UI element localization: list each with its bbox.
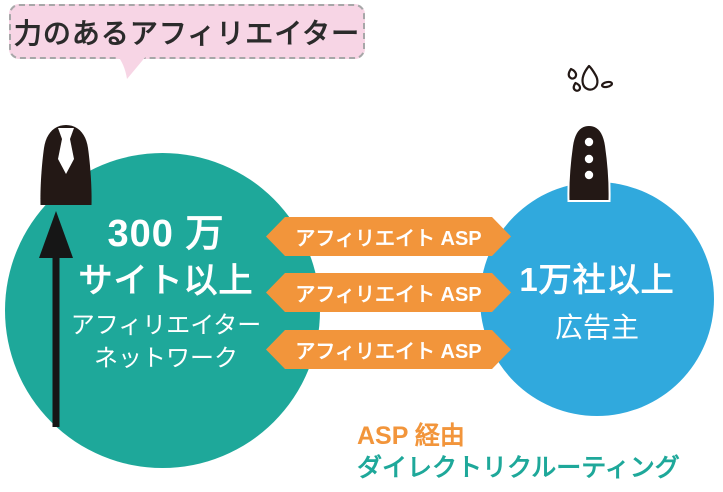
advertiser-caption: 広告主 xyxy=(554,312,639,344)
advertiser-stats: 1万社以上 広告主 xyxy=(487,261,707,344)
asp-banner-3-label: アフィリエイト ASP xyxy=(295,341,482,363)
affiliate-network-stats: 300 万 サイト以上 アフィリエイター ネットワーク xyxy=(32,213,300,372)
asp-banner-3: アフィリエイト ASP xyxy=(266,330,511,369)
speech-bubble-tail xyxy=(117,55,147,79)
speech-bubble: 力のあるアフィリエイター xyxy=(9,4,365,59)
affiliate-network-caption-2: ネットワーク xyxy=(94,344,238,372)
sweat-marks-icon xyxy=(567,64,614,92)
businessperson-suit-icon xyxy=(567,123,611,202)
legend-direct-recruiting: ダイレクトリクルーティング xyxy=(357,453,680,482)
affiliate-network-caption-1: アフィリエイター xyxy=(70,312,262,340)
affiliate-sites-count: 300 万 xyxy=(107,213,225,255)
asp-banner-2: アフィリエイト ASP xyxy=(266,273,511,312)
legend: ASP 経由 ダイレクトリクルーティング xyxy=(357,421,680,484)
affiliate-sites-unit: サイト以上 xyxy=(78,261,254,300)
up-arrow-icon xyxy=(39,211,73,427)
businessperson-tie-icon xyxy=(40,125,92,205)
legend-asp-route: ASP 経由 xyxy=(357,422,465,450)
asp-banner-1-label: アフィリエイト ASP xyxy=(295,228,482,250)
asp-banner-2-label: アフィリエイト ASP xyxy=(295,284,482,306)
advertiser-count: 1万社以上 xyxy=(519,261,675,298)
asp-banner-1: アフィリエイト ASP xyxy=(266,217,511,256)
speech-bubble-label: 力のあるアフィリエイター xyxy=(13,17,361,49)
advertiser-circle xyxy=(480,182,714,416)
